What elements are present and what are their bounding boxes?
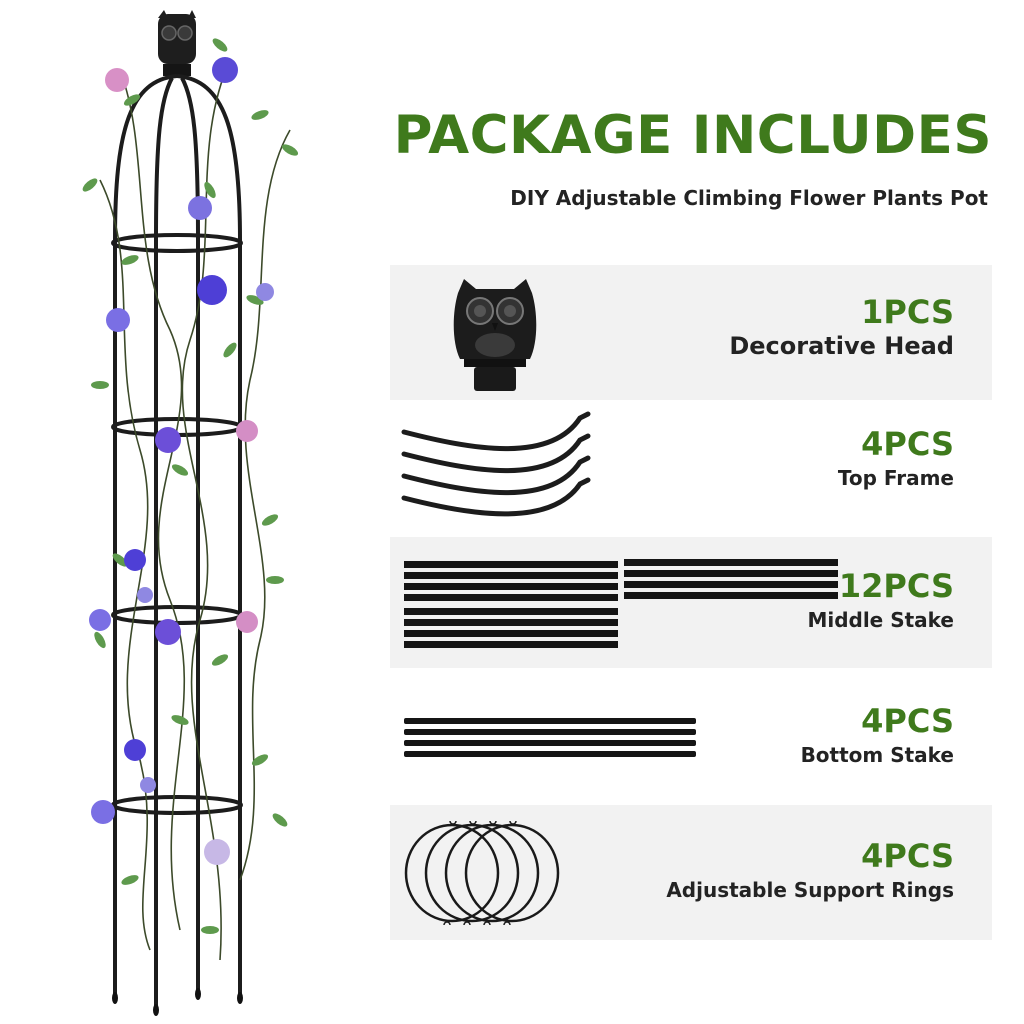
owl-finial-icon [453, 279, 537, 391]
item-row-middle-stake: 12PCS Middle Stake [390, 537, 992, 668]
item-quantity: 4PCS [861, 425, 954, 463]
rings-icon [404, 820, 560, 926]
item-text: 4PCS Bottom Stake [801, 702, 954, 770]
item-quantity: 1PCS [861, 293, 954, 331]
straight-rods-icon [404, 718, 696, 757]
item-row-bottom-stake: 4PCS Bottom Stake [390, 668, 992, 805]
item-row-decorative-head: 1PCS Decorative Head [390, 265, 992, 400]
item-label: Middle Stake [807, 608, 954, 632]
item-label: Decorative Head [729, 332, 954, 360]
page-title: PACKAGE INCLUDES [393, 105, 992, 166]
item-row-top-frame: 4PCS Top Frame [390, 400, 992, 537]
item-quantity: 4PCS [861, 702, 954, 740]
curved-rods-icon [401, 411, 591, 517]
item-row-support-rings: 4PCS Adjustable Support Rings [390, 805, 992, 940]
straight-rods-icon [404, 559, 838, 648]
owl-finial-icon [158, 10, 196, 76]
item-label: Bottom Stake [800, 743, 954, 767]
item-text: 12PCS Middle Stake [807, 567, 954, 635]
item-text: 4PCS Adjustable Support Rings [666, 837, 954, 905]
page-subtitle: DIY Adjustable Climbing Flower Plants Po… [510, 186, 988, 210]
item-label: Adjustable Support Rings [666, 878, 954, 902]
trellis-illustration [82, 10, 299, 1016]
item-label: Top Frame [837, 466, 954, 490]
item-text: 1PCS Decorative Head [729, 293, 954, 361]
item-text: 4PCS Top Frame [838, 425, 954, 493]
item-quantity: 12PCS [838, 567, 954, 605]
item-quantity: 4PCS [861, 837, 954, 875]
